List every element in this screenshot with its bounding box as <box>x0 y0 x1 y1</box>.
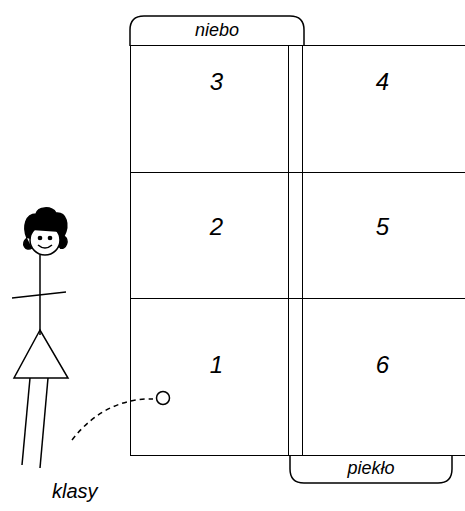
end-zone: niebo <box>130 16 304 46</box>
girl-leg <box>40 378 48 468</box>
square-number: 2 <box>131 213 302 241</box>
zone-name: niebo <box>130 20 304 41</box>
girl-figure <box>12 208 170 468</box>
girl-head <box>30 225 60 255</box>
game-name: klasy <box>52 480 98 503</box>
end-zone: piekło <box>290 455 452 483</box>
zone-name: piekło <box>290 458 452 479</box>
girl-leg <box>22 378 30 465</box>
hopscotch-square: 5 <box>288 172 465 299</box>
hopscotch-square: 1 <box>130 298 303 456</box>
ball-path <box>72 399 153 440</box>
hopscotch-square: 3 <box>130 45 303 173</box>
square-number: 4 <box>289 68 465 96</box>
end-zone-outline <box>130 16 304 46</box>
square-number: 6 <box>289 351 465 379</box>
square-number: 1 <box>131 351 302 379</box>
hopscotch-square: 2 <box>130 172 303 299</box>
hopscotch-square: 4 <box>288 45 465 173</box>
girl-dress <box>14 330 68 378</box>
girl-eye <box>38 236 41 239</box>
hopscotch-square: 6 <box>288 298 465 456</box>
square-number: 5 <box>289 213 465 241</box>
end-zone-outline <box>290 455 452 483</box>
girl-smile <box>38 245 52 248</box>
ball <box>157 392 170 405</box>
girl-arms <box>12 292 66 298</box>
girl-fringe <box>31 224 60 232</box>
square-number: 3 <box>131 68 302 96</box>
girl-eye <box>48 236 51 239</box>
